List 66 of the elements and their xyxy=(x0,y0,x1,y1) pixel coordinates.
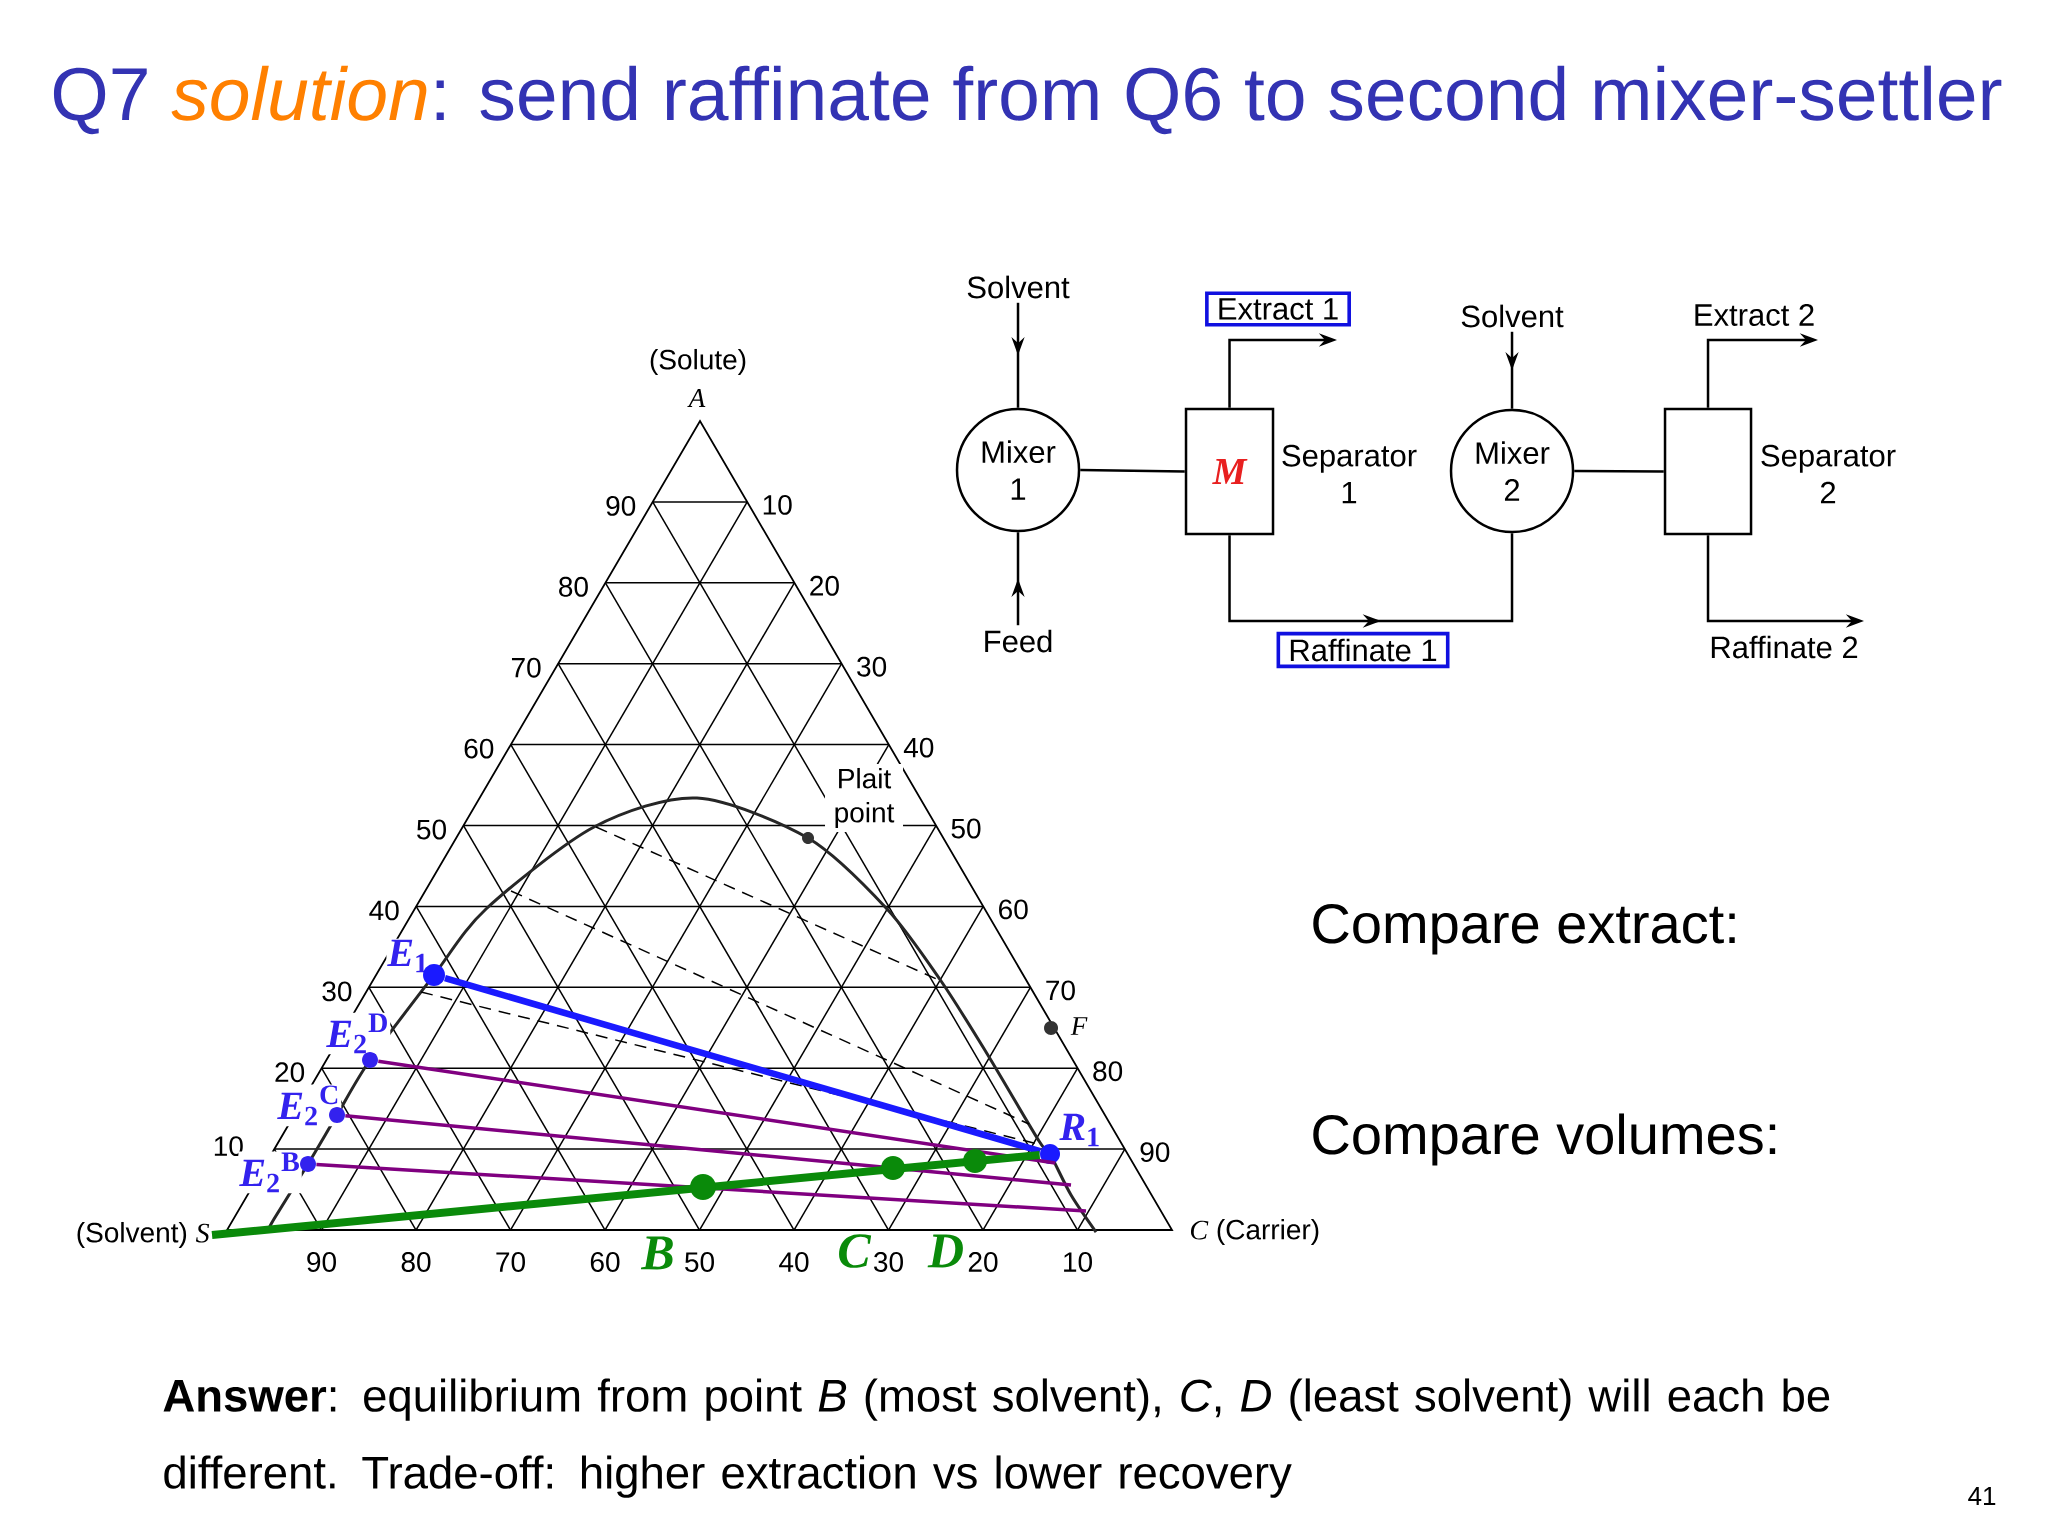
point-label: C xyxy=(839,1234,872,1268)
tick-label: 80 xyxy=(1093,1061,1123,1082)
tick-label: 50 xyxy=(417,819,446,840)
point-label: D xyxy=(927,1234,963,1268)
vertex-label: A xyxy=(687,389,706,407)
tick-label: 80 xyxy=(559,576,588,597)
tick-label: 80 xyxy=(401,1252,431,1272)
connector-line xyxy=(1574,469,1664,473)
answer-text: Answer: equilibrium from point B (most solvent), C, D (least solvent) will each be different. Trade-off: higher extraction vs lower recovery xyxy=(163,1378,1830,1498)
tick-label: 30 xyxy=(322,981,352,1002)
tick-label: 60 xyxy=(590,1252,620,1272)
tick-label: 20 xyxy=(810,575,839,596)
point-marker xyxy=(362,1052,378,1068)
stream-label: Solvent xyxy=(967,275,1070,299)
point-label: Plait point xyxy=(825,763,903,833)
tick-label: 50 xyxy=(685,1252,714,1272)
slide-title: Q7 solution: send raffinate from Q6 to second mixer-settler xyxy=(53,65,2002,135)
tick-label: 40 xyxy=(779,1252,809,1272)
point-marker xyxy=(300,1156,316,1172)
point-label: B xyxy=(640,1236,673,1270)
tick-label: 30 xyxy=(857,656,887,677)
tick-label: 60 xyxy=(999,899,1028,920)
tick-label: 70 xyxy=(1046,980,1075,1001)
vertex-label: (Solvent) S xyxy=(77,1221,210,1249)
tie-line xyxy=(345,1114,1072,1187)
edge-label: Raffinate 1 xyxy=(1276,631,1450,669)
point-marker xyxy=(1040,1144,1060,1164)
tick-label: 40 xyxy=(903,737,934,758)
tick-label: 60 xyxy=(464,738,494,759)
page-number: 41 xyxy=(1968,1487,1996,1505)
tick-label: 70 xyxy=(512,657,541,678)
stream-label: Solvent xyxy=(1461,304,1564,328)
tick-label: 10 xyxy=(1064,1252,1092,1272)
unit-label: Separator 1 xyxy=(1282,444,1417,504)
tick-label: 50 xyxy=(951,818,981,839)
tick-label: 70 xyxy=(496,1252,525,1272)
tick-label: 20 xyxy=(968,1252,998,1272)
point-label: E$_{1}$ xyxy=(386,938,431,974)
tick-label: 90 xyxy=(606,495,636,516)
tick-label: 90 xyxy=(307,1252,336,1272)
tick-label: 40 xyxy=(369,900,399,921)
tick-label: 20 xyxy=(275,1062,305,1083)
point-label: R$_{1}$ xyxy=(1058,1112,1103,1148)
prompt-text: Compare volumes: xyxy=(1313,1113,1776,1166)
tick-label: 10 xyxy=(763,494,792,515)
point-marker xyxy=(423,964,445,986)
connector-line xyxy=(1080,468,1185,473)
stream-label: Feed xyxy=(985,629,1052,653)
tick-label: 90 xyxy=(1140,1142,1170,1163)
tie-line xyxy=(378,1059,1056,1165)
point-label: E$_{2}$C xyxy=(276,1084,342,1127)
edge-label: Extract 2 xyxy=(1695,304,1814,326)
point-marker xyxy=(329,1107,345,1123)
tie-line xyxy=(444,975,1041,1155)
unit-label: Separator 2 xyxy=(1761,444,1896,504)
separator-box: M xyxy=(1184,407,1275,536)
tick-label: 30 xyxy=(874,1252,903,1272)
point-label: E$_{2}$D xyxy=(325,1012,391,1055)
tie-line xyxy=(316,1162,1087,1213)
prompt-text: Compare extract: xyxy=(1313,903,1735,955)
mixing-line xyxy=(211,1151,1041,1239)
edge-label: Extract 1 xyxy=(1205,291,1351,327)
point-label: F xyxy=(1070,1017,1088,1035)
axis-label: (Solute) xyxy=(650,348,746,376)
edge-label: Raffinate 2 xyxy=(1711,635,1858,659)
vertex-label: C (Carrier) xyxy=(1191,1218,1319,1246)
